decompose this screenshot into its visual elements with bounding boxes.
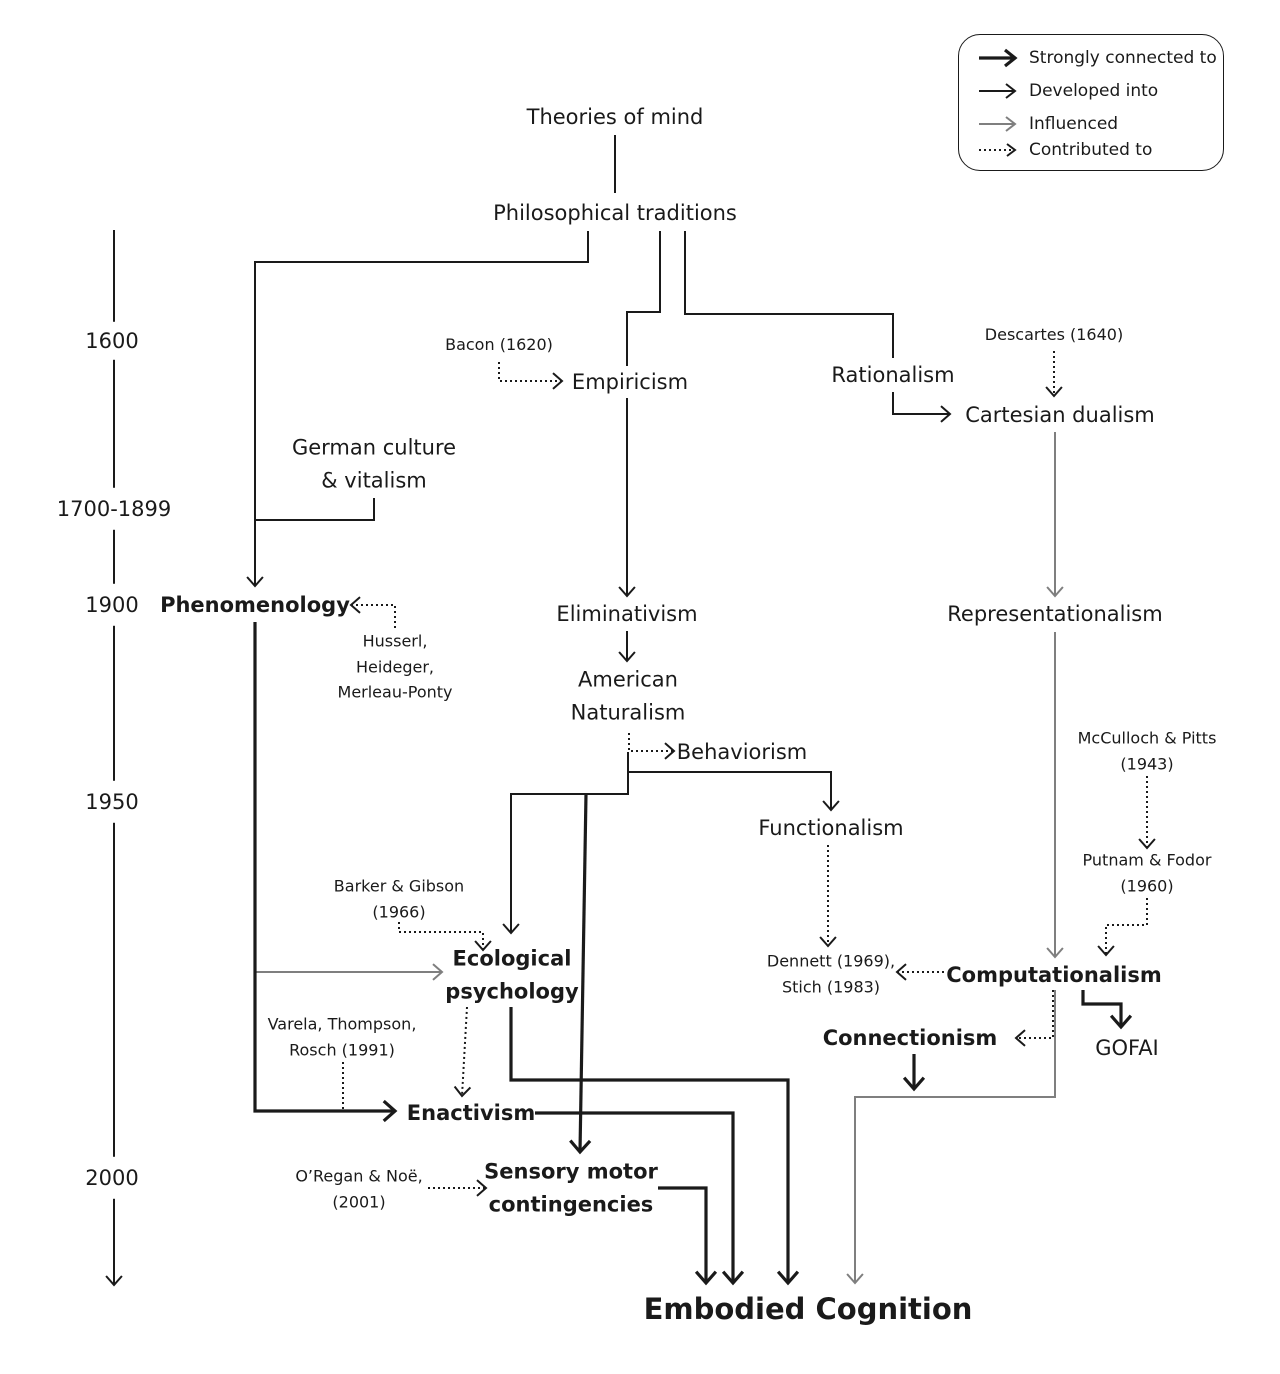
legend-row-contributed: Contributed to [977,138,1152,162]
connector-cartesian-representationalism [1046,432,1064,598]
node-rationalism: Rationalism [831,362,955,387]
gray-arrow-icon [979,116,1017,132]
connector-american-embodied-strong [569,793,592,1155]
source-bacon: Bacon (1620) [445,335,553,355]
legend-label-influenced: Influenced [1029,114,1119,134]
node-eliminativism: Eliminativism [556,601,698,626]
node-gofai: GOFAI [1095,1035,1159,1060]
year-1950: 1950 [85,780,139,824]
connector-philosophical-phenomenology [246,231,589,588]
legend-label-developed: Developed into [1029,81,1159,101]
connector-mcculloch-putnam [1138,776,1156,850]
connector-ecological-embodied [509,1007,800,1286]
node-theories-of-mind: Theories of mind [526,104,704,129]
connector-computationalism-gofai [1081,990,1133,1030]
connector-oregan-sensory [428,1179,488,1197]
legend: Strongly connected to Developed into Inf… [958,34,1224,171]
connector-barker-ecological [398,922,492,952]
connector-eliminativism-american [618,631,636,663]
connector-american-behaviorism [628,733,676,760]
source-descartes: Descartes (1640) [984,325,1124,345]
year-1700-1899: 1700-1899 [56,487,172,531]
thick-arrow-icon [979,48,1018,68]
node-behaviorism: Behaviorism [676,739,808,764]
node-representationalism: Representationalism [947,601,1163,626]
connector-bacon-empiricism [498,362,564,390]
connector-husserl-phenomenology [349,596,396,628]
node-ecological-psychology: Ecological psychology [445,946,579,1003]
connector-american-split [502,752,629,935]
year-1600: 1600 [85,321,139,361]
connector-phenomenology-enactivism [253,622,398,1123]
year-2000: 2000 [85,1156,139,1200]
connector-philosophical-empiricism [626,231,661,366]
source-barker-gibson: Barker & Gibson (1966) [333,876,465,921]
connector-philosophical-rationalism [684,231,894,358]
connector-computationalism-embodied [846,990,1056,1285]
node-american-naturalism: American Naturalism [570,667,686,724]
node-enactivism: Enactivism [406,1100,536,1125]
node-connectionism: Connectionism [822,1025,998,1050]
source-oregan-noe: O’Regan & Noë, (2001) [295,1166,423,1211]
connector-german-phenomenology [255,498,375,521]
legend-label-contributed: Contributed to [1029,140,1153,160]
node-phenomenology: Phenomenology [160,592,350,617]
connector-connectionism-down [902,1054,926,1092]
connector-functionalism-dennett [819,845,837,948]
connector-american-behaviorism-line [628,771,840,812]
connector-descartes-cartesian [1045,351,1063,398]
legend-row-developed: Developed into [977,79,1158,103]
timeline-axis [105,230,123,1287]
connector-enactivism-embodied [535,1111,745,1286]
node-german-culture-vitalism: German culture & vitalism [291,435,457,492]
legend-row-strong: Strongly connected to [977,46,1217,70]
connector-phenomenology-ecological [255,963,444,981]
node-embodied-cognition: Embodied Cognition [643,1291,973,1326]
connector-putnam-computationalism [1097,898,1148,957]
year-1900: 1900 [85,583,139,627]
source-mcculloch-pitts: McCulloch & Pitts (1943) [1077,728,1217,773]
connector-rationalism-cartesian [892,392,952,423]
node-sensory-motor-contingencies: Sensory motor contingencies [484,1159,658,1216]
node-philosophical-traditions: Philosophical traditions [493,200,737,225]
node-computationalism: Computationalism [946,962,1162,987]
source-putnam-fodor: Putnam & Fodor (1960) [1082,850,1212,895]
node-functionalism: Functionalism [758,815,904,840]
connector-computationalism-dennett [895,963,944,981]
source-varela-thompson-rosch: Varela, Thompson, Rosch (1991) [267,1014,417,1059]
legend-label-strong: Strongly connected to [1029,48,1217,68]
node-empiricism: Empiricism [571,369,689,394]
dotted-arrow-icon [979,143,1017,157]
node-cartesian-dualism: Cartesian dualism [965,402,1155,427]
legend-row-influenced: Influenced [977,112,1118,136]
source-husserl-heideger-merleau-ponty: Husserl, Heideger, Merleau-Ponty [337,631,453,702]
source-dennett-stich: Dennett (1969), Stich (1983) [766,951,896,996]
arrow-icon [979,83,1017,99]
connector-sensory-embodied [658,1186,718,1286]
connector-computationalism-connectionism [1014,990,1054,1047]
connector-ecological-enactivism [453,1006,472,1098]
connector-empiricism-eliminativism [618,398,636,598]
connector-representationalism-computationalism [1046,632,1064,959]
